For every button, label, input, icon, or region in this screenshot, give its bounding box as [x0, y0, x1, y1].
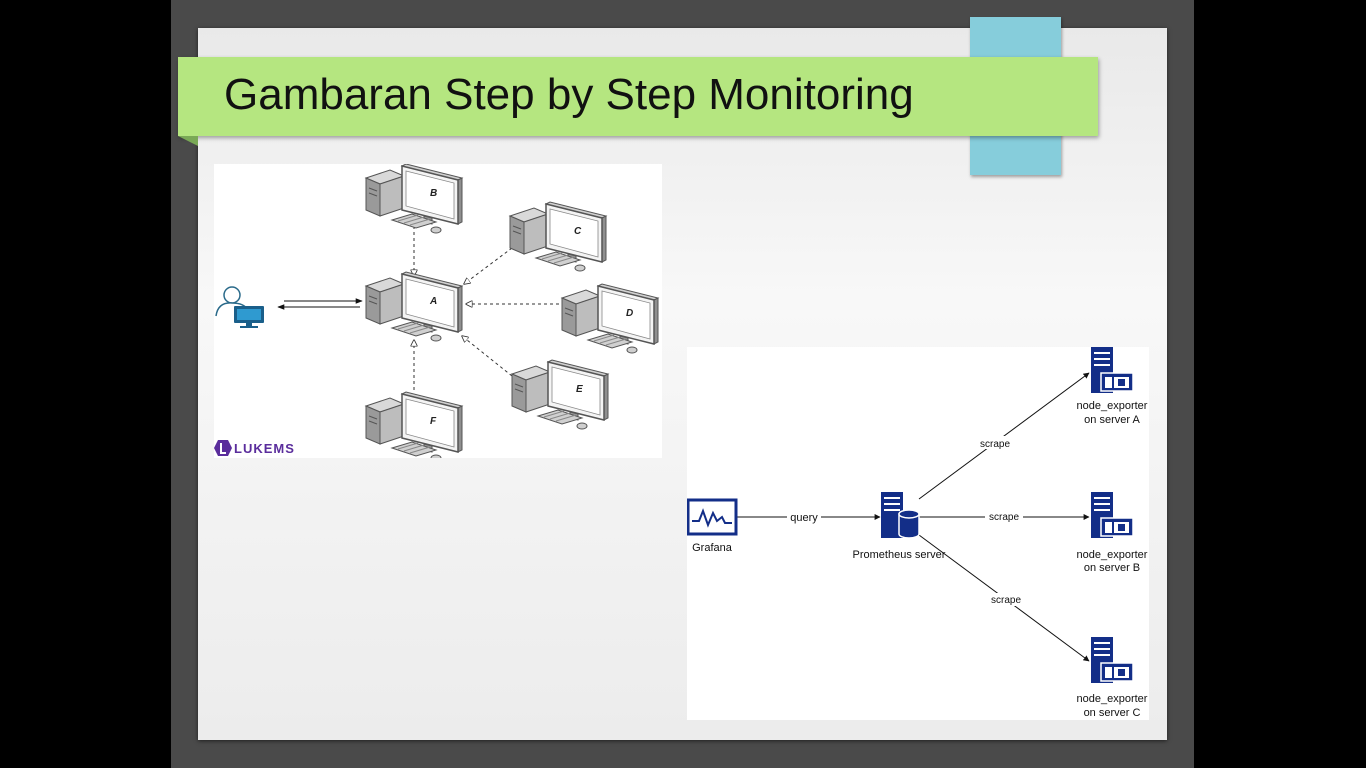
lukems-logo: LUKEMS — [214, 440, 295, 456]
exporter-c-line1: node_exporter — [1077, 693, 1148, 705]
logo-text: LUKEMS — [234, 441, 295, 456]
computer-a-label: A — [429, 296, 437, 307]
prometheus-server-icon — [881, 492, 920, 539]
node-exporter-a-icon — [1090, 346, 1134, 394]
computer-f-label: F — [430, 416, 437, 427]
network-diagram: B C A D E F LUKEMS — [214, 163, 662, 462]
computer-e: E — [511, 359, 609, 430]
exporter-b-line2: on server B — [1084, 562, 1140, 574]
computer-c: C — [509, 201, 607, 272]
computer-a: A — [365, 271, 463, 342]
scrape-edge-a-label: scrape — [980, 439, 1010, 450]
computer-d: D — [561, 283, 659, 354]
computer-e-label: E — [576, 384, 583, 395]
user-at-monitor-icon — [215, 286, 264, 328]
computer-c-label: C — [574, 226, 582, 237]
link-e-to-a — [462, 336, 513, 377]
title-bar: Gambaran Step by Step Monitoring — [178, 57, 1098, 136]
prometheus-label: Prometheus server — [853, 549, 946, 561]
link-c-to-a — [464, 247, 513, 284]
exporter-b-line1: node_exporter — [1077, 549, 1148, 561]
monitoring-diagram: query scrape scrape scrape Grafana Prome… — [686, 346, 1149, 720]
exporter-a-line2: on server A — [1084, 414, 1140, 426]
query-edge-label: query — [790, 512, 818, 524]
scrape-edge-b-label: scrape — [989, 512, 1019, 523]
scrape-edge-c-label: scrape — [991, 595, 1021, 606]
computer-b: B — [365, 163, 463, 234]
computer-f: F — [365, 391, 463, 462]
computer-d-label: D — [626, 308, 633, 319]
exporter-c-line2: on server C — [1084, 707, 1141, 719]
node-exporter-b-icon — [1090, 491, 1134, 539]
node-exporter-c-icon — [1090, 636, 1134, 684]
computer-b-label: B — [430, 188, 437, 199]
exporter-a-line1: node_exporter — [1077, 400, 1148, 412]
slide-title: Gambaran Step by Step Monitoring — [224, 70, 914, 119]
grafana-icon — [686, 498, 738, 536]
title-bar-fold — [178, 136, 198, 146]
grafana-label: Grafana — [692, 542, 733, 554]
